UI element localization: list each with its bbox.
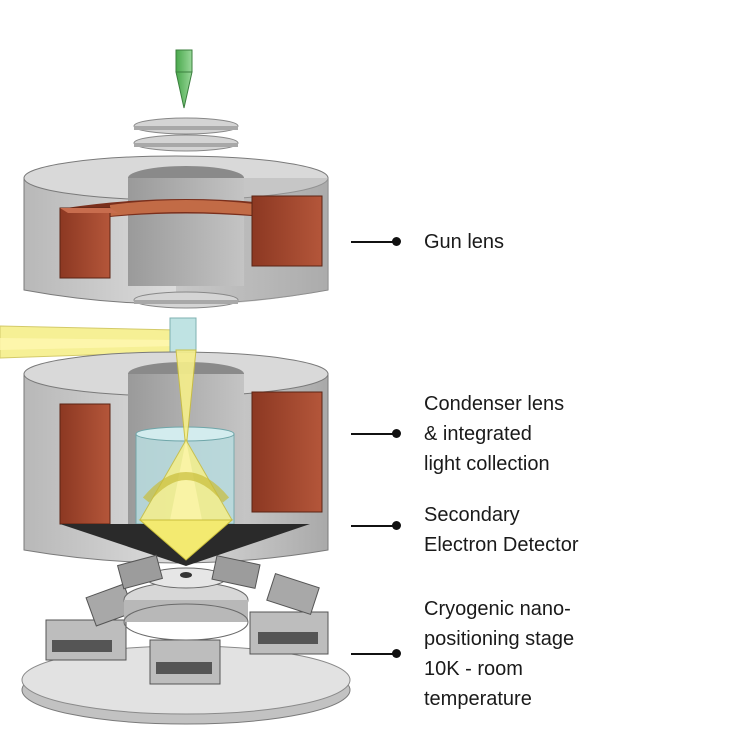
label-line: positioning stage bbox=[424, 628, 575, 650]
label-line: & integrated bbox=[424, 423, 532, 445]
leader-dot-secondary-detector bbox=[392, 521, 401, 530]
label-line: Electron Detector bbox=[424, 534, 579, 556]
label-line: temperature bbox=[424, 688, 532, 710]
leader-line-gun-lens bbox=[351, 241, 395, 243]
leader-line-condenser-lens bbox=[351, 433, 395, 435]
label-stage: Cryogenic nano- positioning stage 10K - … bbox=[424, 594, 574, 714]
leader-line-secondary-detector bbox=[351, 525, 395, 527]
light-guide-beam bbox=[0, 317, 197, 359]
label-line: light collection bbox=[424, 453, 550, 475]
emitter-tip bbox=[175, 49, 193, 109]
leader-line-stage bbox=[351, 653, 395, 655]
label-line: Secondary bbox=[424, 504, 520, 526]
aperture-plate bbox=[133, 291, 239, 309]
gun-lens-housing bbox=[23, 155, 329, 306]
label-line: Condenser lens bbox=[424, 393, 565, 415]
positioning-stage bbox=[21, 554, 351, 725]
label-gun-lens: Gun lens bbox=[424, 227, 504, 257]
label-line: Cryogenic nano- bbox=[424, 598, 571, 620]
leader-dot-gun-lens bbox=[392, 237, 401, 246]
leader-dot-stage bbox=[392, 649, 401, 658]
label-line: Gun lens bbox=[424, 231, 505, 253]
label-secondary-detector: Secondary Electron Detector bbox=[424, 500, 579, 560]
label-condenser-lens: Condenser lens & integrated light collec… bbox=[424, 389, 564, 479]
label-line: 10K - room bbox=[424, 658, 523, 680]
extraction-plates bbox=[133, 117, 239, 152]
leader-dot-condenser-lens bbox=[392, 429, 401, 438]
light-cone bbox=[138, 349, 234, 561]
